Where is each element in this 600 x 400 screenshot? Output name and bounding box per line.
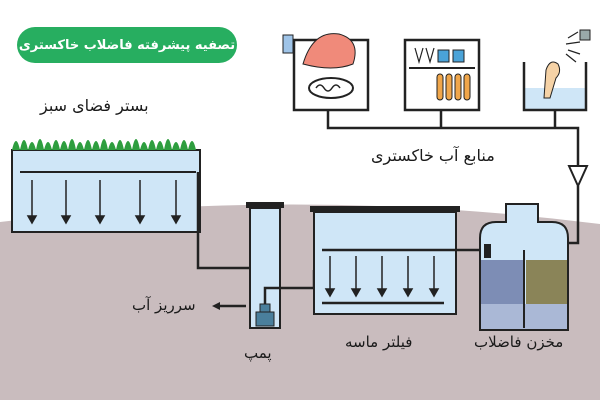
kitchen-sink-icon (282, 33, 370, 112)
pump-label: پمپ (244, 344, 272, 362)
grass (12, 139, 200, 150)
overflow-label: سرریز آب (132, 296, 196, 314)
sand-filter-label: فیلتر ماسه (345, 333, 413, 351)
page-title: تصفیه پیشرفته فاضلاب خاکستری (18, 37, 236, 53)
dish-rack-icon (403, 38, 481, 112)
pump-icon (255, 303, 275, 327)
septic-tank (479, 203, 569, 331)
tank-label: مخزن فاضلاب (474, 333, 564, 351)
sand-filter (310, 206, 480, 315)
green-bed-container (11, 139, 201, 233)
grey-sources-label: منابع آب خاکستری (371, 146, 495, 165)
green-bed-label: بستر فضای سبز (40, 96, 149, 115)
flow-arrow (567, 165, 589, 189)
shower-icon (522, 29, 591, 112)
title-badge: تصفیه پیشرفته فاضلاب خاکستری (17, 27, 237, 63)
